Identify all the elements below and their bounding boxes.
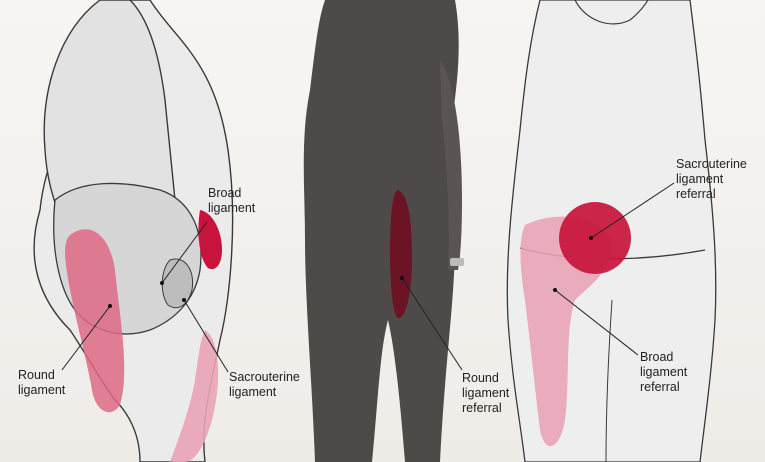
sacrum-bone [162,259,192,308]
sacrouterine-referral-zone [559,202,631,274]
round-ligament-referral-point [400,276,404,280]
sacrouterine-point [182,298,186,302]
round-ligament-point [108,304,112,308]
broad-ligament-point [160,281,164,285]
photo-torso [304,0,459,462]
photo-figure [304,0,464,462]
broad-referral-point [553,288,557,292]
label-sacrouterine-ligament-referral: Sacrouterine ligament referral [676,157,747,202]
label-round-ligament-referral: Round ligament referral [462,371,509,416]
label-broad-ligament: Broad ligament [208,186,255,216]
label-sacrouterine-ligament: Sacrouterine ligament [229,370,300,400]
label-round-ligament: Round ligament [18,368,65,398]
watch [450,258,464,266]
label-broad-ligament-referral: Broad ligament referral [640,350,687,395]
sacrouterine-referral-point [589,236,593,240]
